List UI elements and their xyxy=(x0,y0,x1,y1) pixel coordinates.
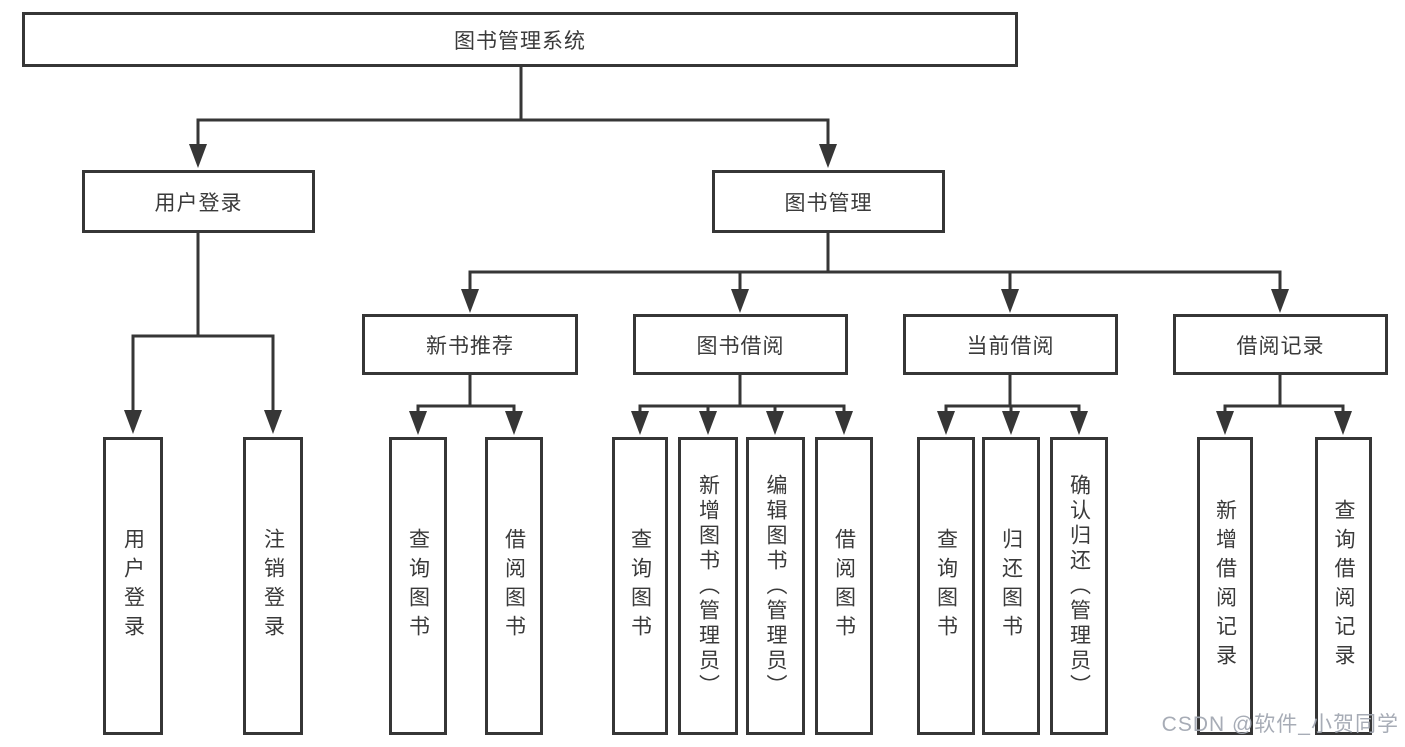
leaf-borrow-books-recommend: 借阅图书 xyxy=(485,437,543,735)
leaf-add-borrow-record: 新增借阅记录 xyxy=(1197,437,1253,735)
node-new-book-recommendation: 新书推荐 xyxy=(362,314,578,375)
elbow-line xyxy=(468,233,1282,292)
leaf-return-books: 归还图书 xyxy=(982,437,1040,735)
connector-current-borrowing-children xyxy=(937,375,1088,435)
arrowhead-down xyxy=(819,144,837,168)
csdn-watermark: CSDN @软件_小贺同学 xyxy=(1161,713,1399,736)
arrowhead-down xyxy=(505,411,523,435)
node-label: 新书推荐 xyxy=(426,334,514,358)
node-current-borrowing: 当前借阅 xyxy=(903,314,1118,375)
leaf-user-login: 用户登录 xyxy=(103,437,163,735)
leaf-query-books-recommend: 查询图书 xyxy=(389,437,447,735)
node-label: 借阅图书 xyxy=(832,528,856,644)
arrowhead-down xyxy=(731,289,749,313)
node-label: 注销登录 xyxy=(261,528,285,644)
arrowhead-down xyxy=(124,410,142,434)
elbow-line xyxy=(416,375,516,414)
connector-new-book-children xyxy=(409,375,523,435)
arrowhead-down xyxy=(631,411,649,435)
elbow-line xyxy=(944,375,1081,414)
node-label: 查询图书 xyxy=(934,528,958,644)
arrowhead-down xyxy=(766,411,784,435)
leaf-confirm-return-admin: 确认归还（管理员） xyxy=(1050,437,1108,735)
node-user-login: 用户登录 xyxy=(82,170,315,233)
node-label: 查询图书 xyxy=(406,528,430,644)
arrowhead-down xyxy=(264,410,282,434)
arrowhead-down xyxy=(189,144,207,168)
arrowhead-down xyxy=(1002,411,1020,435)
connector-root-to-level2 xyxy=(189,66,837,168)
connector-borrowing-records-children xyxy=(1216,375,1352,435)
arrowhead-down xyxy=(461,289,479,313)
leaf-logout: 注销登录 xyxy=(243,437,303,735)
elbow-line xyxy=(196,66,830,146)
elbow-line xyxy=(638,375,846,414)
node-book-borrowing: 图书借阅 xyxy=(633,314,848,375)
arrowhead-down xyxy=(409,411,427,435)
arrowhead-down xyxy=(1070,411,1088,435)
node-label: 新增借阅记录 xyxy=(1213,499,1237,673)
leaf-query-books-current: 查询图书 xyxy=(917,437,975,735)
node-label: 图书管理 xyxy=(784,191,873,215)
node-label: 编辑图书（管理员） xyxy=(764,473,787,699)
node-label: 用户登录 xyxy=(154,191,243,215)
node-label: 查询借阅记录 xyxy=(1332,499,1355,673)
node-label: 查询图书 xyxy=(628,528,652,644)
node-label: 借阅记录 xyxy=(1236,334,1325,358)
node-label: 新增图书（管理员） xyxy=(696,473,720,699)
connector-book-management-children xyxy=(461,233,1289,313)
arrowhead-down xyxy=(1334,411,1352,435)
leaf-edit-books-admin: 编辑图书（管理员） xyxy=(746,437,805,735)
elbow-line xyxy=(131,233,275,412)
node-label: 确认归还（管理员） xyxy=(1067,473,1091,699)
node-book-management: 图书管理 xyxy=(712,170,945,233)
node-borrowing-records: 借阅记录 xyxy=(1173,314,1388,375)
node-label: 当前借阅 xyxy=(966,334,1055,358)
arrowhead-down xyxy=(1216,411,1234,435)
arrowhead-down xyxy=(699,411,717,435)
arrowhead-down xyxy=(835,411,853,435)
node-label: 用户登录 xyxy=(121,528,145,644)
leaf-borrow-books-borrowing: 借阅图书 xyxy=(815,437,873,735)
leaf-query-books-borrowing: 查询图书 xyxy=(612,437,668,735)
connector-user-login-children xyxy=(124,233,282,434)
connector-book-borrowing-children xyxy=(631,375,853,435)
node-label: 图书借阅 xyxy=(696,334,785,358)
arrowhead-down xyxy=(1001,289,1019,313)
leaf-add-books-admin: 新增图书（管理员） xyxy=(678,437,738,735)
node-label: 归还图书 xyxy=(999,528,1023,644)
elbow-line xyxy=(1223,375,1345,414)
node-label: 借阅图书 xyxy=(502,528,526,644)
arrowhead-down xyxy=(937,411,955,435)
leaf-query-borrow-record: 查询借阅记录 xyxy=(1315,437,1372,735)
arrowhead-down xyxy=(1271,289,1289,313)
node-label: 图书管理系统 xyxy=(454,29,586,53)
node-root: 图书管理系统 xyxy=(22,12,1018,67)
